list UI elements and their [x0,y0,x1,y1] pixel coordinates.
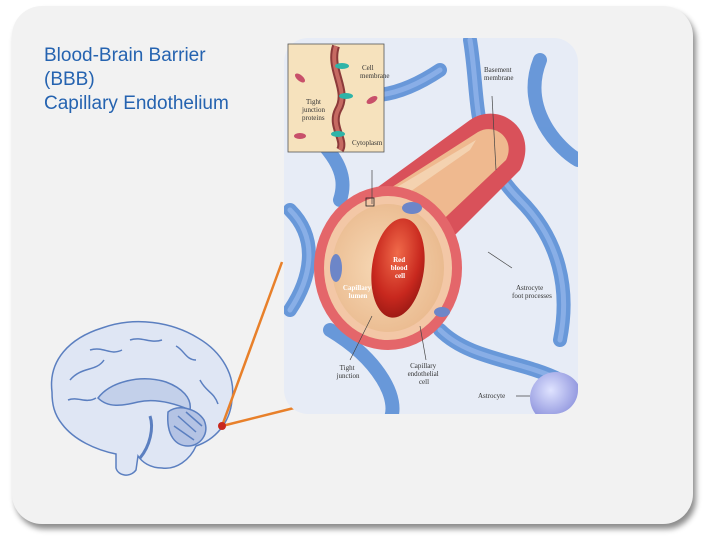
brain-sagittal-icon [52,322,233,475]
label-cytoplasm: Cytoplasm [352,139,383,147]
label-basement-membrane: Basement membrane [484,66,514,82]
label-astrocyte: Astrocyte [478,392,505,400]
label-tight-junction: Tight junction [336,364,360,380]
callout-origin-dot [218,422,226,430]
tight-junction-inset [288,44,384,152]
callout-lines [222,262,294,426]
